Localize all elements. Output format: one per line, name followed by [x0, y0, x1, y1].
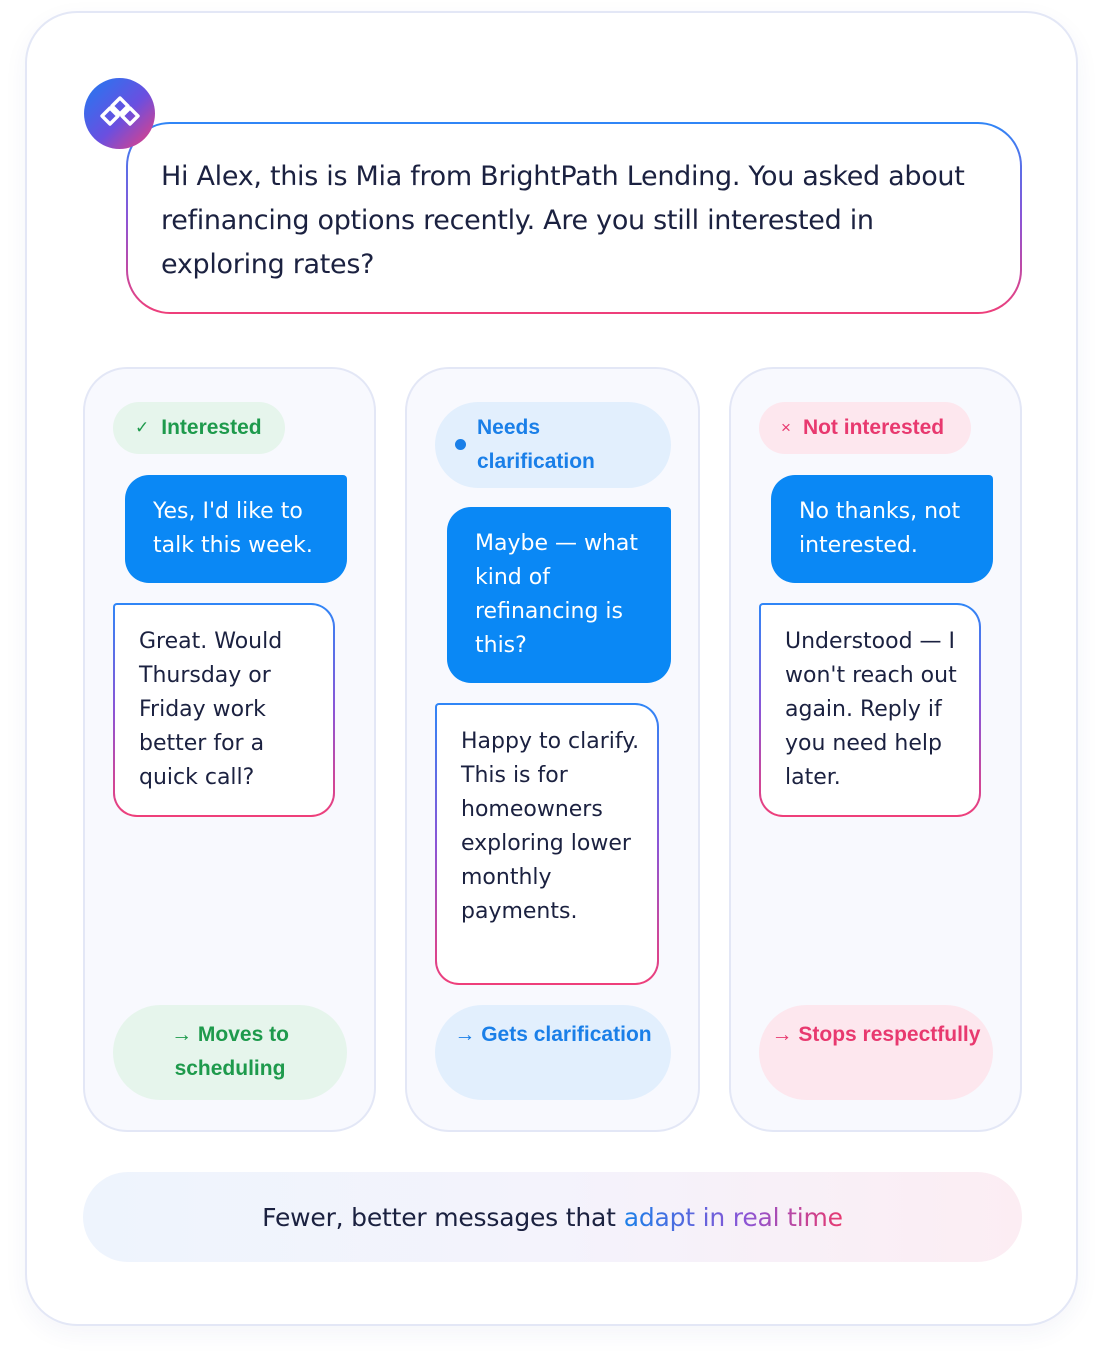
outcome-pill: → Gets clarification	[435, 1005, 671, 1100]
status-badge-interested: ✓ Interested	[113, 402, 285, 454]
status-badge-not-interested: × Not interested	[759, 402, 971, 454]
scenario-needs-clarification: Needs clarification Maybe — what kind of…	[405, 367, 700, 1132]
agent-intro-bubble: Hi Alex, this is Mia from BrightPath Len…	[126, 122, 1022, 314]
scenario-not-interested: × Not interested No thanks, not interest…	[729, 367, 1022, 1132]
status-badge-label: Needs clarification	[477, 416, 595, 473]
tagline-banner: Fewer, better messages that adapt in rea…	[83, 1172, 1022, 1262]
user-reply-bubble: Yes, I'd like to talk this week.	[125, 475, 347, 583]
user-reply-bubble: No thanks, not interested.	[771, 475, 993, 583]
close-icon: ×	[781, 418, 791, 437]
agent-avatar	[84, 78, 155, 149]
agent-reply-bubble: Great. Would Thursday or Friday work bet…	[113, 603, 335, 817]
tagline-highlight: adapt in real time	[623, 1202, 843, 1232]
dot-icon	[455, 439, 466, 450]
check-icon: ✓	[135, 418, 150, 437]
outcome-pill: → Moves to scheduling	[113, 1005, 347, 1100]
agent-reply-bubble: Understood — I won't reach out again. Re…	[759, 603, 981, 817]
agent-intro-text: Hi Alex, this is Mia from BrightPath Len…	[161, 161, 965, 280]
status-badge-needs-clarification: Needs clarification	[435, 402, 671, 488]
brand-logo-icon	[99, 95, 140, 126]
scenario-interested: ✓ Interested Yes, I'd like to talk this …	[83, 367, 376, 1132]
outcome-pill: → Stops respectfully	[759, 1005, 993, 1100]
status-badge-label: Not interested	[802, 416, 945, 439]
status-badge-label: Interested	[161, 416, 262, 439]
user-reply-bubble: Maybe — what kind of refinancing is this…	[447, 507, 671, 683]
tagline-text: Fewer, better messages that	[262, 1202, 616, 1232]
agent-reply-bubble: Happy to clarify. This is for homeowners…	[435, 703, 659, 985]
